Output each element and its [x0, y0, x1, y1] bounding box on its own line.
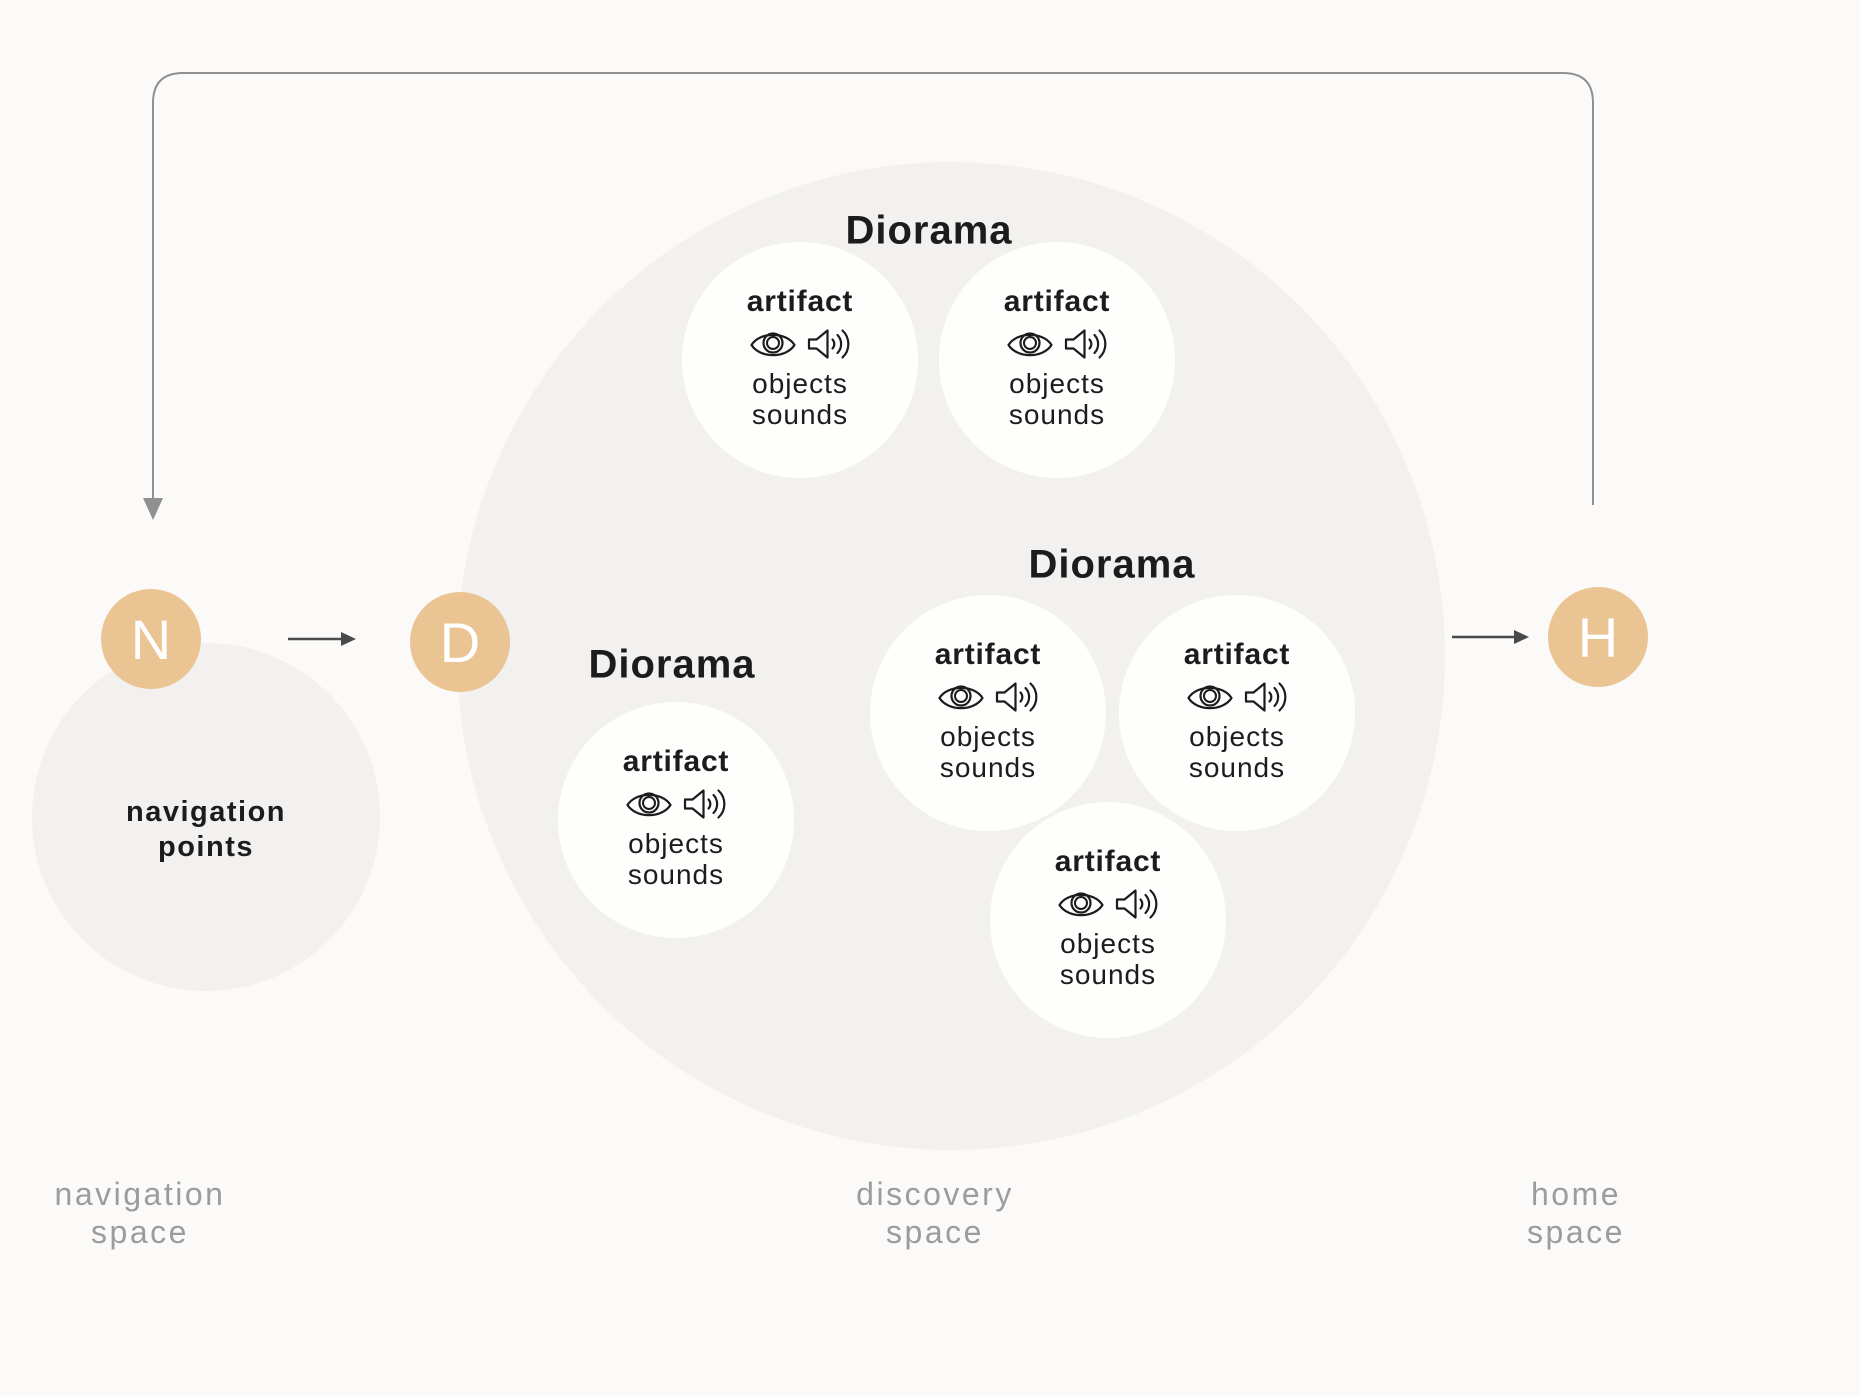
eye-icon — [938, 685, 984, 710]
eye-icon — [1187, 685, 1233, 710]
node-n-letter: N — [130, 607, 172, 671]
artifact-circle-top-left: artifact objects sounds — [682, 242, 918, 478]
node-h-letter: H — [1577, 605, 1619, 669]
artifact-title: artifact — [622, 745, 730, 778]
eye-icon — [750, 332, 796, 357]
artifact-title: artifact — [1054, 845, 1162, 878]
eye-icon — [1058, 892, 1104, 917]
discovery-space-line2: space — [886, 1214, 984, 1250]
diorama-label-middle: Diorama — [1028, 542, 1196, 587]
artifact-sounds-label: sounds — [1188, 752, 1286, 783]
arrow-discovery-to-h-head-icon — [1514, 630, 1529, 644]
navigation-space-label: navigation space — [55, 1175, 226, 1251]
node-d-letter: D — [439, 610, 481, 674]
artifact-icons — [1058, 885, 1158, 923]
eye-icon — [626, 792, 672, 817]
artifact-circle-middle-right: artifact objects sounds — [1119, 595, 1355, 831]
artifact-objects-label: objects — [1189, 721, 1285, 752]
artifact-title: artifact — [746, 285, 854, 318]
eye-icon — [1007, 332, 1053, 357]
home-space-label: home space — [1527, 1175, 1625, 1251]
speaker-icon — [807, 329, 850, 359]
artifact-sounds-label: sounds — [751, 399, 849, 430]
node-n: N — [101, 589, 201, 689]
navigation-points-line2: points — [158, 831, 254, 863]
diorama-label-top: Diorama — [845, 208, 1013, 253]
home-space-line2: space — [1527, 1214, 1625, 1250]
artifact-icons — [1007, 325, 1107, 363]
speaker-icon — [1244, 682, 1287, 712]
artifact-objects-label: objects — [940, 721, 1036, 752]
discovery-space-line1: discovery — [856, 1176, 1014, 1212]
artifact-sounds-label: sounds — [1008, 399, 1106, 430]
artifact-objects-label: objects — [628, 828, 724, 859]
artifact-title: artifact — [1183, 638, 1291, 671]
diorama-label-left: Diorama — [588, 642, 756, 687]
node-d: D — [410, 592, 510, 692]
node-h: H — [1548, 587, 1648, 687]
artifact-circle-top-right: artifact objects sounds — [939, 242, 1175, 478]
arrow-n-to-d-head-icon — [341, 632, 356, 646]
artifact-sounds-label: sounds — [627, 859, 725, 890]
navigation-space-line2: space — [91, 1214, 189, 1250]
artifact-circle-middle-left: artifact objects sounds — [870, 595, 1106, 831]
artifact-circle-middle-bottom: artifact objects sounds — [990, 802, 1226, 1038]
discovery-space-label: discovery space — [856, 1175, 1014, 1251]
navigation-points-label: navigation points — [32, 795, 380, 865]
artifact-title: artifact — [934, 638, 1042, 671]
loop-arrowhead-down-icon — [143, 498, 163, 520]
navigation-space-line1: navigation — [54, 1176, 226, 1212]
navigation-points-line1: navigation — [125, 796, 286, 828]
loop-connector-line — [152, 72, 1594, 505]
artifact-icons — [626, 785, 726, 823]
home-space-line1: home — [1530, 1176, 1622, 1212]
artifact-objects-label: objects — [752, 368, 848, 399]
artifact-icons — [750, 325, 850, 363]
artifact-icons — [1187, 678, 1287, 716]
artifact-objects-label: objects — [1009, 368, 1105, 399]
artifact-title: artifact — [1003, 285, 1111, 318]
artifact-circle-left-single: artifact objects sounds — [558, 702, 794, 938]
speaker-icon — [1064, 329, 1107, 359]
artifact-sounds-label: sounds — [1059, 959, 1157, 990]
speaker-icon — [683, 789, 726, 819]
navigation-points-circle: navigation points — [32, 643, 380, 991]
artifact-icons — [938, 678, 1038, 716]
artifact-sounds-label: sounds — [939, 752, 1037, 783]
speaker-icon — [995, 682, 1038, 712]
speaker-icon — [1115, 889, 1158, 919]
artifact-objects-label: objects — [1060, 928, 1156, 959]
